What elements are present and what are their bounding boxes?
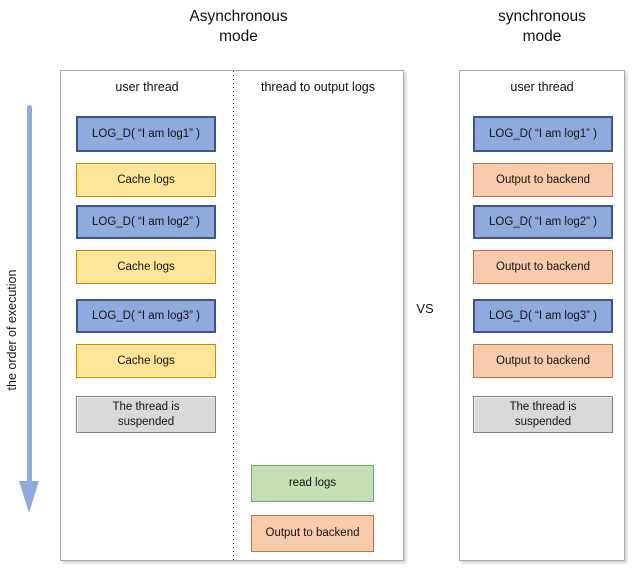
- async-step-cache3-box: Cache logs: [76, 344, 216, 378]
- async-thread-suspended-label: The thread is suspended: [112, 400, 180, 428]
- async-step-log3-label: LOG_D( “I am log3” ): [92, 309, 200, 322]
- sync-mode-title-line2: mode: [522, 28, 562, 45]
- async-step-log2-box: LOG_D( “I am log2” ): [76, 205, 216, 239]
- async-step-cache3-label: Cache logs: [117, 354, 175, 367]
- sync-output-backend2-box: Output to backend: [473, 250, 613, 284]
- sync-output-backend3-box: Output to backend: [473, 344, 613, 378]
- async-step-cache1-label: Cache logs: [117, 173, 175, 186]
- async-step-cache2-box: Cache logs: [76, 250, 216, 284]
- async-step-log1-box: LOG_D( “I am log1” ): [76, 116, 216, 152]
- async-mode-title-line2: mode: [219, 28, 258, 45]
- sync-step-log2-label: LOG_D( “I am log2” ): [489, 215, 597, 228]
- sync-mode-title-line1: synchronous: [498, 8, 586, 25]
- sync-mode-title: synchronous mode: [459, 7, 625, 47]
- async-read-logs-label: read logs: [288, 477, 337, 490]
- async-output-backend-box: Output to backend: [251, 515, 374, 552]
- sync-panel: user thread LOG_D( “I am log1” ) Output …: [459, 70, 625, 561]
- vs-label: VS: [416, 301, 434, 316]
- async-step-log1-label: LOG_D( “I am log1” ): [92, 127, 200, 140]
- execution-order-label: the order of execution: [5, 269, 19, 391]
- sync-output-backend1-label: Output to backend: [496, 173, 590, 186]
- async-mode-title: Asynchronous mode: [66, 7, 411, 47]
- async-panel: user thread thread to output logs LOG_D(…: [60, 70, 404, 561]
- sync-step-log1-label: LOG_D( “I am log1” ): [489, 127, 597, 140]
- sync-thread-suspended-box: The thread is suspended: [473, 396, 613, 433]
- async-user-thread-header: user thread: [115, 80, 179, 94]
- sync-step-log2-box: LOG_D( “I am log2” ): [473, 205, 613, 239]
- sync-thread-suspended-label: The thread is suspended: [509, 400, 577, 428]
- async-mode-title-line1: Asynchronous: [189, 8, 288, 25]
- async-step-cache1-box: Cache logs: [76, 163, 216, 197]
- execution-order-arrow-head-icon: [19, 481, 39, 513]
- async-thread-suspended-box: The thread is suspended: [76, 396, 216, 433]
- sync-user-thread-header: user thread: [510, 80, 574, 94]
- sync-output-backend1-box: Output to backend: [473, 163, 613, 197]
- thread-divider-dotted-line: [233, 71, 234, 560]
- sync-step-log3-box: LOG_D( “I am log3” ): [473, 299, 613, 333]
- sync-step-log3-label: LOG_D( “I am log3” ): [489, 309, 597, 322]
- sync-step-log1-box: LOG_D( “I am log1” ): [473, 116, 613, 152]
- async-output-backend-label: Output to backend: [265, 527, 360, 540]
- async-step-cache2-label: Cache logs: [117, 260, 175, 273]
- async-output-thread-header: thread to output logs: [261, 80, 375, 94]
- sync-output-backend3-label: Output to backend: [496, 354, 590, 367]
- async-step-log2-label: LOG_D( “I am log2” ): [92, 215, 200, 228]
- sync-output-backend2-label: Output to backend: [496, 260, 590, 273]
- async-step-log3-box: LOG_D( “I am log3” ): [76, 299, 216, 333]
- async-read-logs-box: read logs: [251, 465, 374, 502]
- execution-order-arrow-line: [27, 105, 32, 482]
